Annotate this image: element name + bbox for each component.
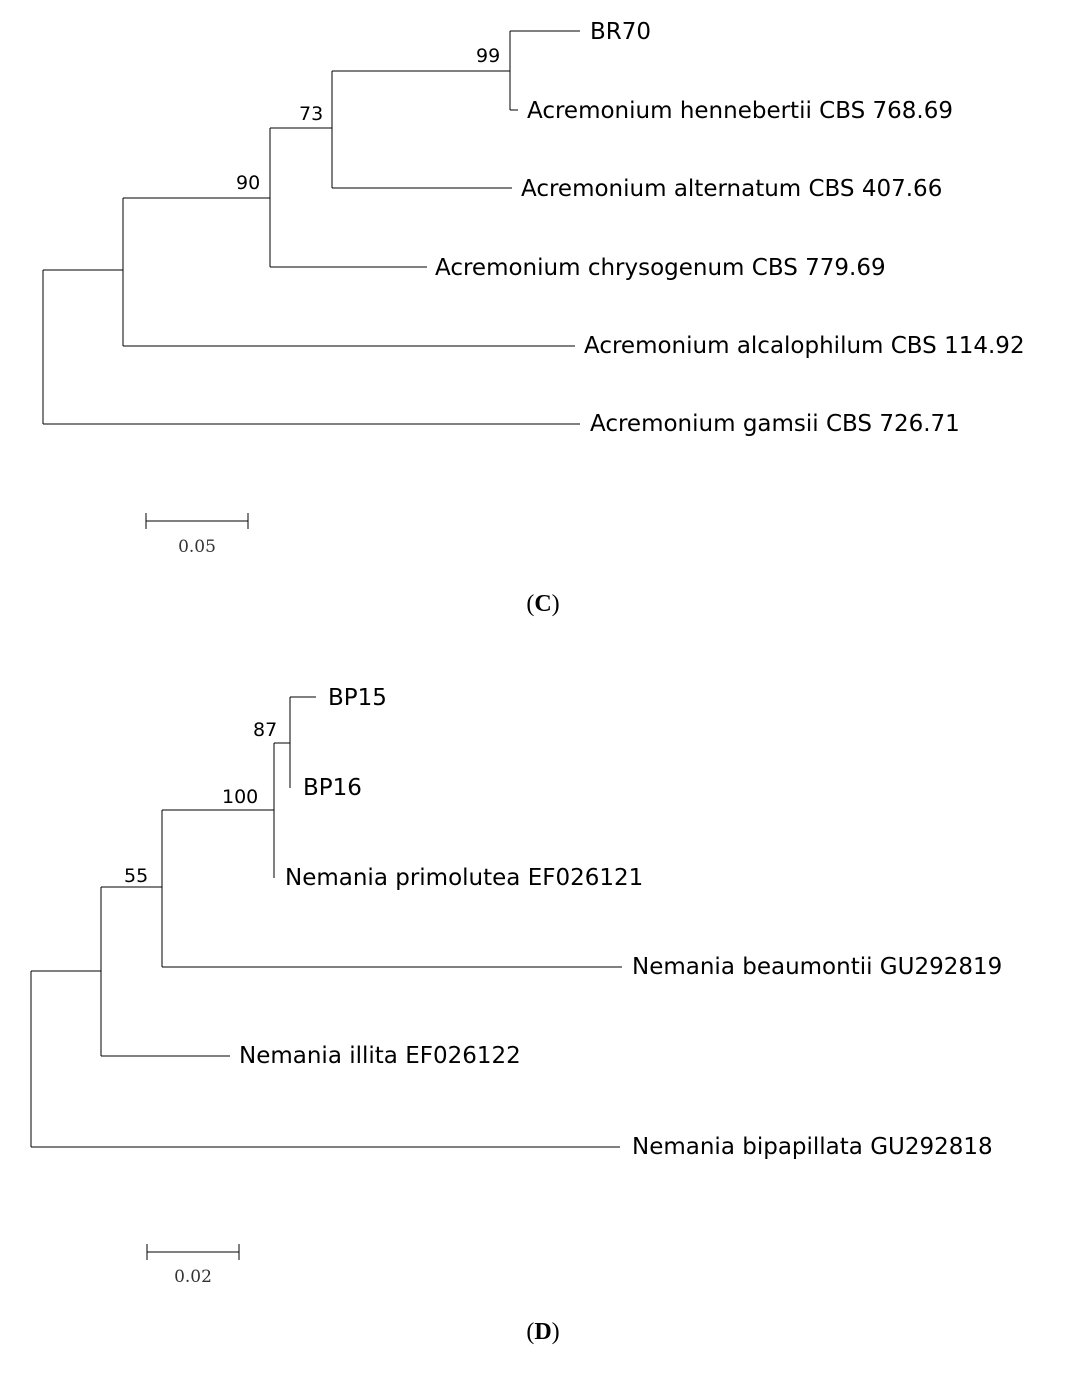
scale-bar-d: 0.02 [146,1244,240,1287]
bootstrap-value: 90 [236,172,260,194]
tree-branches-c [42,30,580,425]
bootstrap-value: 55 [124,865,148,887]
taxon-label: Acremonium chrysogenum CBS 779.69 [435,255,886,281]
panel-label-d: (D) [526,1319,559,1345]
taxon-label: Nemania primolutea EF026121 [285,865,643,891]
scale-bar-label: 0.05 [178,537,216,557]
taxon-label: Nemania bipapillata GU292818 [632,1134,993,1160]
bootstrap-value: 87 [253,719,277,741]
taxon-label: Acremonium alcalophilum CBS 114.92 [584,333,1025,359]
taxon-label: BP15 [328,685,387,711]
bootstrap-value: 73 [299,103,323,125]
taxon-label: Acremonium alternatum CBS 407.66 [521,176,942,202]
panel-letter: C [534,591,551,617]
tree-panel-d: BP15 BP16 Nemania primolutea EF026121 Ne… [30,685,1002,1345]
taxon-label: Nemania illita EF026122 [239,1043,521,1069]
taxon-label: BP16 [303,775,362,801]
panel-letter: D [534,1319,551,1345]
taxon-label: Nemania beaumontii GU292819 [632,954,1002,980]
scale-bar-label: 0.02 [174,1267,212,1287]
taxon-label: Acremonium hennebertii CBS 768.69 [527,98,953,124]
scale-bar-c: 0.05 [145,513,249,557]
panel-label-c: (C) [526,591,559,617]
bootstrap-value: 100 [222,786,258,808]
tree-branches-d [30,696,622,1148]
taxon-label: Acremonium gamsii CBS 726.71 [590,411,960,437]
taxon-label: BR70 [590,19,651,45]
tree-panel-c: BR70 Acremonium hennebertii CBS 768.69 A… [42,19,1025,617]
bootstrap-value: 99 [476,45,500,67]
